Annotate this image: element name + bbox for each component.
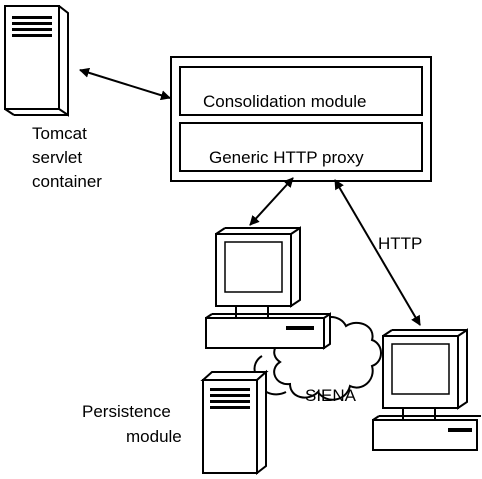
server-module-box: [170, 56, 432, 182]
tomcat-server-icon: [4, 5, 69, 117]
generic-http-proxy-label: Generic HTTP proxy: [209, 148, 364, 167]
tomcat-label-line2: servlet: [32, 148, 82, 167]
persistence-label-line1: Persistence: [82, 402, 171, 421]
tomcat-to-module-arrow: [79, 67, 171, 101]
tomcat-label-line3: container: [32, 172, 102, 191]
proxy-to-client-arrow: [249, 177, 294, 226]
consolidation-module-label: Consolidation module: [203, 92, 367, 111]
siena-label: SIENA: [305, 386, 357, 405]
proxy-to-client2-arrow: [334, 179, 421, 326]
persistence-server-icon: [200, 369, 269, 476]
desktop-computer-icon: [372, 328, 481, 451]
tomcat-label-line1: Tomcat: [32, 124, 87, 143]
persistence-label-line2: module: [126, 427, 182, 446]
http-label: HTTP: [378, 234, 422, 253]
desktop-computer-icon: [205, 226, 331, 350]
